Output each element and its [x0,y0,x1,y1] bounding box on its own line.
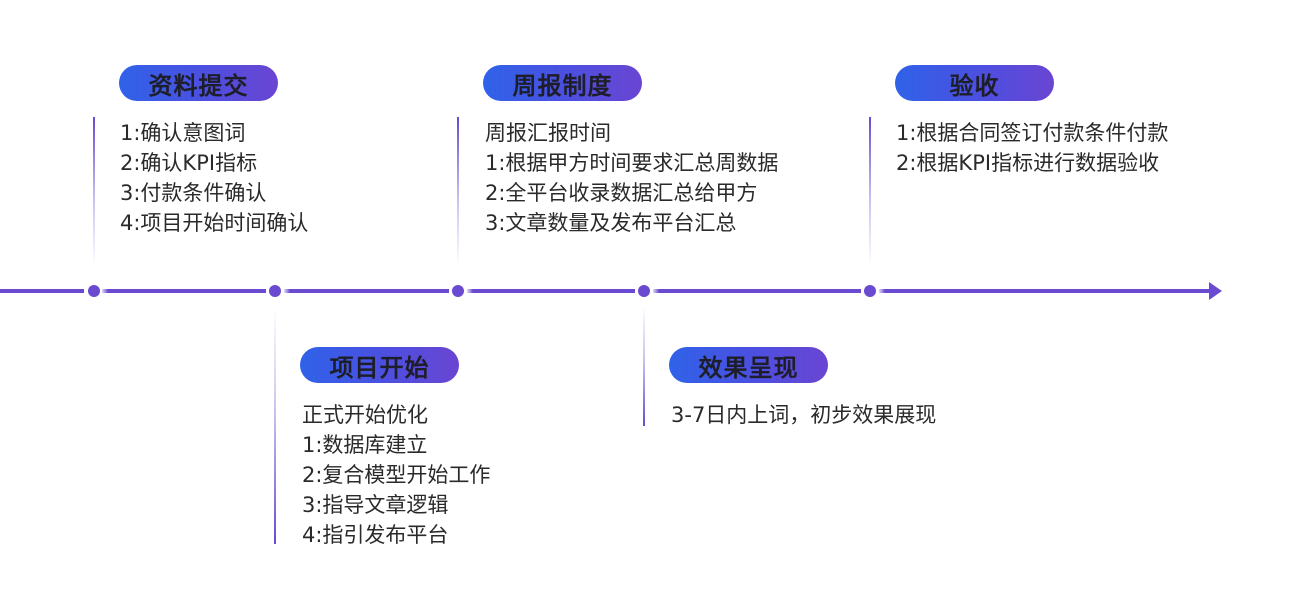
stage-line: 1:确认意图词 [120,121,246,145]
stage-line: 3:文章数量及发布平台汇总 [485,211,737,235]
stage-description: 周报汇报时间 1:根据甲方时间要求汇总周数据 2:全平台收录数据汇总给甲方 3:… [485,118,778,238]
stage-line: 2:复合模型开始工作 [302,463,491,487]
timeline-dot-2 [269,285,281,297]
stage-line: 1:数据库建立 [302,433,428,457]
axis-segment [102,289,266,293]
timeline-axis [0,289,1212,293]
arrow-head-icon [1209,282,1222,300]
stage-description: 1:根据合同签订付款条件付款 2:根据KPI指标进行数据验收 [896,118,1168,178]
axis-segment [467,289,635,293]
stage-title-pill: 周报制度 [483,65,642,101]
stage-description: 正式开始优化 1:数据库建立 2:复合模型开始工作 3:指导文章逻辑 4:指引发… [302,400,490,550]
stage-line: 正式开始优化 [302,403,428,427]
stage-line: 2:确认KPI指标 [120,151,258,175]
connector-line-5 [869,117,871,267]
timeline-dot-1 [88,285,100,297]
stage-line: 4:指引发布平台 [302,523,449,547]
stage-line: 1:根据合同签订付款条件付款 [896,121,1169,145]
stage-line: 3:指导文章逻辑 [302,493,449,517]
stage-line: 2:全平台收录数据汇总给甲方 [485,181,758,205]
stage-line: 4:项目开始时间确认 [120,211,309,235]
stage-line: 周报汇报时间 [485,121,611,145]
timeline-dot-5 [864,285,876,297]
timeline-dot-3 [452,285,464,297]
connector-line-4 [643,306,645,426]
timeline-dot-4 [638,285,650,297]
stage-title-pill: 验收 [895,65,1054,101]
stage-description: 1:确认意图词 2:确认KPI指标 3:付款条件确认 4:项目开始时间确认 [120,118,308,238]
connector-line-1 [93,117,95,267]
stage-line: 3:付款条件确认 [120,181,267,205]
axis-segment [284,289,449,293]
stage-title-pill: 资料提交 [119,65,278,101]
axis-segment [879,289,1211,293]
stage-line: 3-7日内上词，初步效果展现 [671,403,937,427]
stage-title-pill: 项目开始 [300,347,459,383]
axis-segment [653,289,861,293]
axis-segment [0,289,84,293]
stage-description: 3-7日内上词，初步效果展现 [671,400,936,430]
connector-line-3 [457,117,459,267]
stage-line: 1:根据甲方时间要求汇总周数据 [485,151,779,175]
connector-line-2 [274,306,276,544]
stage-title-pill: 效果呈现 [669,347,828,383]
stage-line: 2:根据KPI指标进行数据验收 [896,151,1160,175]
